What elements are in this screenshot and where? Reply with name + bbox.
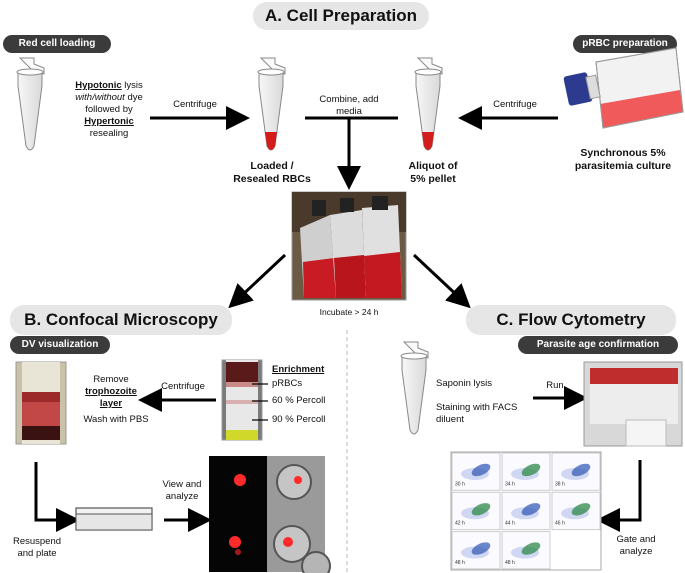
flow-plot-population: [521, 463, 541, 477]
followed-by-label: followed by: [85, 104, 133, 115]
section-b-title: B. Confocal Microscopy: [10, 305, 232, 335]
enrichment-label: Enrichment: [272, 364, 325, 375]
flow-plot-hour-label: 34 h: [505, 481, 515, 487]
prbcs-label: pRBCs: [272, 378, 303, 389]
culture-flask-icon: [563, 47, 684, 129]
flow-plot-population: [521, 503, 541, 516]
flow-plot-population: [571, 463, 591, 477]
flow-plot-hour-label: 38 h: [555, 481, 565, 487]
run-label: Run: [546, 380, 564, 391]
flow-plot-population: [471, 463, 491, 477]
culture-dish-icon: [75, 507, 153, 531]
flow-plots-grid: 30 h 34 h 38 h 42 h 44 h 46 h 48 h 48 h: [450, 451, 602, 571]
gate-analyze-label: Gate and analyze: [616, 534, 656, 557]
tube-loaded-icon: [257, 57, 286, 151]
aliquot-label: Aliquot of 5% pellet: [408, 160, 458, 185]
loaded-rbcs-label: Loaded / Resealed RBCs: [233, 160, 311, 185]
section-a-title: A. Cell Preparation: [253, 2, 429, 30]
lysis-description: Hypotonic lysis with/without dye followe…: [70, 80, 148, 140]
arrow-to-confocal: [228, 253, 287, 309]
centrifuge-b-label: Centrifuge: [161, 381, 205, 392]
remove-trophozoite: Remove trophozoite layer: [76, 374, 146, 410]
flow-plot-population: [471, 503, 491, 516]
arrow-c-gate: [596, 460, 642, 532]
dv-tube-photo: [15, 361, 67, 445]
view-analyze-label: View and analyze: [162, 479, 202, 502]
tag-red-cell-loading: Red cell loading: [3, 35, 111, 53]
incubate-label: Incubate > 24 h: [319, 307, 379, 317]
section-c-title: C. Flow Cytometry: [466, 305, 676, 335]
percoll-90-label: 90 % Percoll: [272, 414, 326, 425]
wash-label: Wash with PBS: [83, 414, 149, 425]
arrow-to-flow: [412, 253, 471, 309]
resuspend-label: Resuspend and plate: [12, 536, 62, 559]
flow-plot-hour-label: 42 h: [455, 521, 465, 527]
flow-plot-population: [571, 503, 591, 516]
synchronous-culture-label: Synchronous 5% parasitemia culture: [574, 147, 672, 172]
staining-label: Staining with FACS diluent: [436, 402, 518, 425]
flow-plot-hour-label: 46 h: [555, 521, 565, 527]
tube-empty-icon: [16, 57, 45, 151]
tube-flow-icon: [400, 341, 429, 435]
confocal-images: [209, 456, 331, 573]
with-without-label: with/without: [75, 92, 125, 103]
flow-plot-population: [521, 542, 541, 555]
remove-label: Remove: [93, 374, 129, 385]
flow-plot-population: [471, 542, 491, 555]
tube-aliquot-icon: [414, 57, 443, 151]
percoll-tube-photo: [221, 359, 263, 441]
tag-parasite-age: Parasite age confirmation: [518, 336, 678, 354]
centrifuge-right-label: Centrifuge: [493, 99, 537, 110]
combine-label: Combine, add media: [319, 94, 379, 117]
flow-plot-hour-label: 30 h: [455, 481, 465, 487]
saponin-label: Saponin lysis: [436, 378, 492, 389]
flow-plot-hour-label: 48 h: [505, 560, 515, 566]
percoll-60-label: 60 % Percoll: [272, 395, 326, 406]
resealing-label: resealing: [89, 128, 129, 139]
hypertonic-label: Hypertonic: [84, 116, 134, 127]
flow-plot-hour-label: 44 h: [505, 521, 515, 527]
flow-plot-hour-label: 48 h: [455, 560, 465, 566]
centrifuge-left-label: Centrifuge: [173, 99, 217, 110]
hypotonic-label: Hypotonic: [75, 80, 122, 91]
lysis-word: lysis: [121, 80, 143, 91]
tag-prbc-preparation: pRBC preparation: [573, 35, 677, 53]
flow-cytometer-photo: [583, 361, 683, 447]
culture-flasks-photo: [291, 191, 407, 301]
tag-dv-visualization: DV visualization: [10, 336, 110, 354]
dye-word: dye: [124, 92, 143, 103]
arrow-b-resuspend: [34, 462, 80, 532]
trophozoite-label: trophozoite layer: [85, 386, 137, 409]
